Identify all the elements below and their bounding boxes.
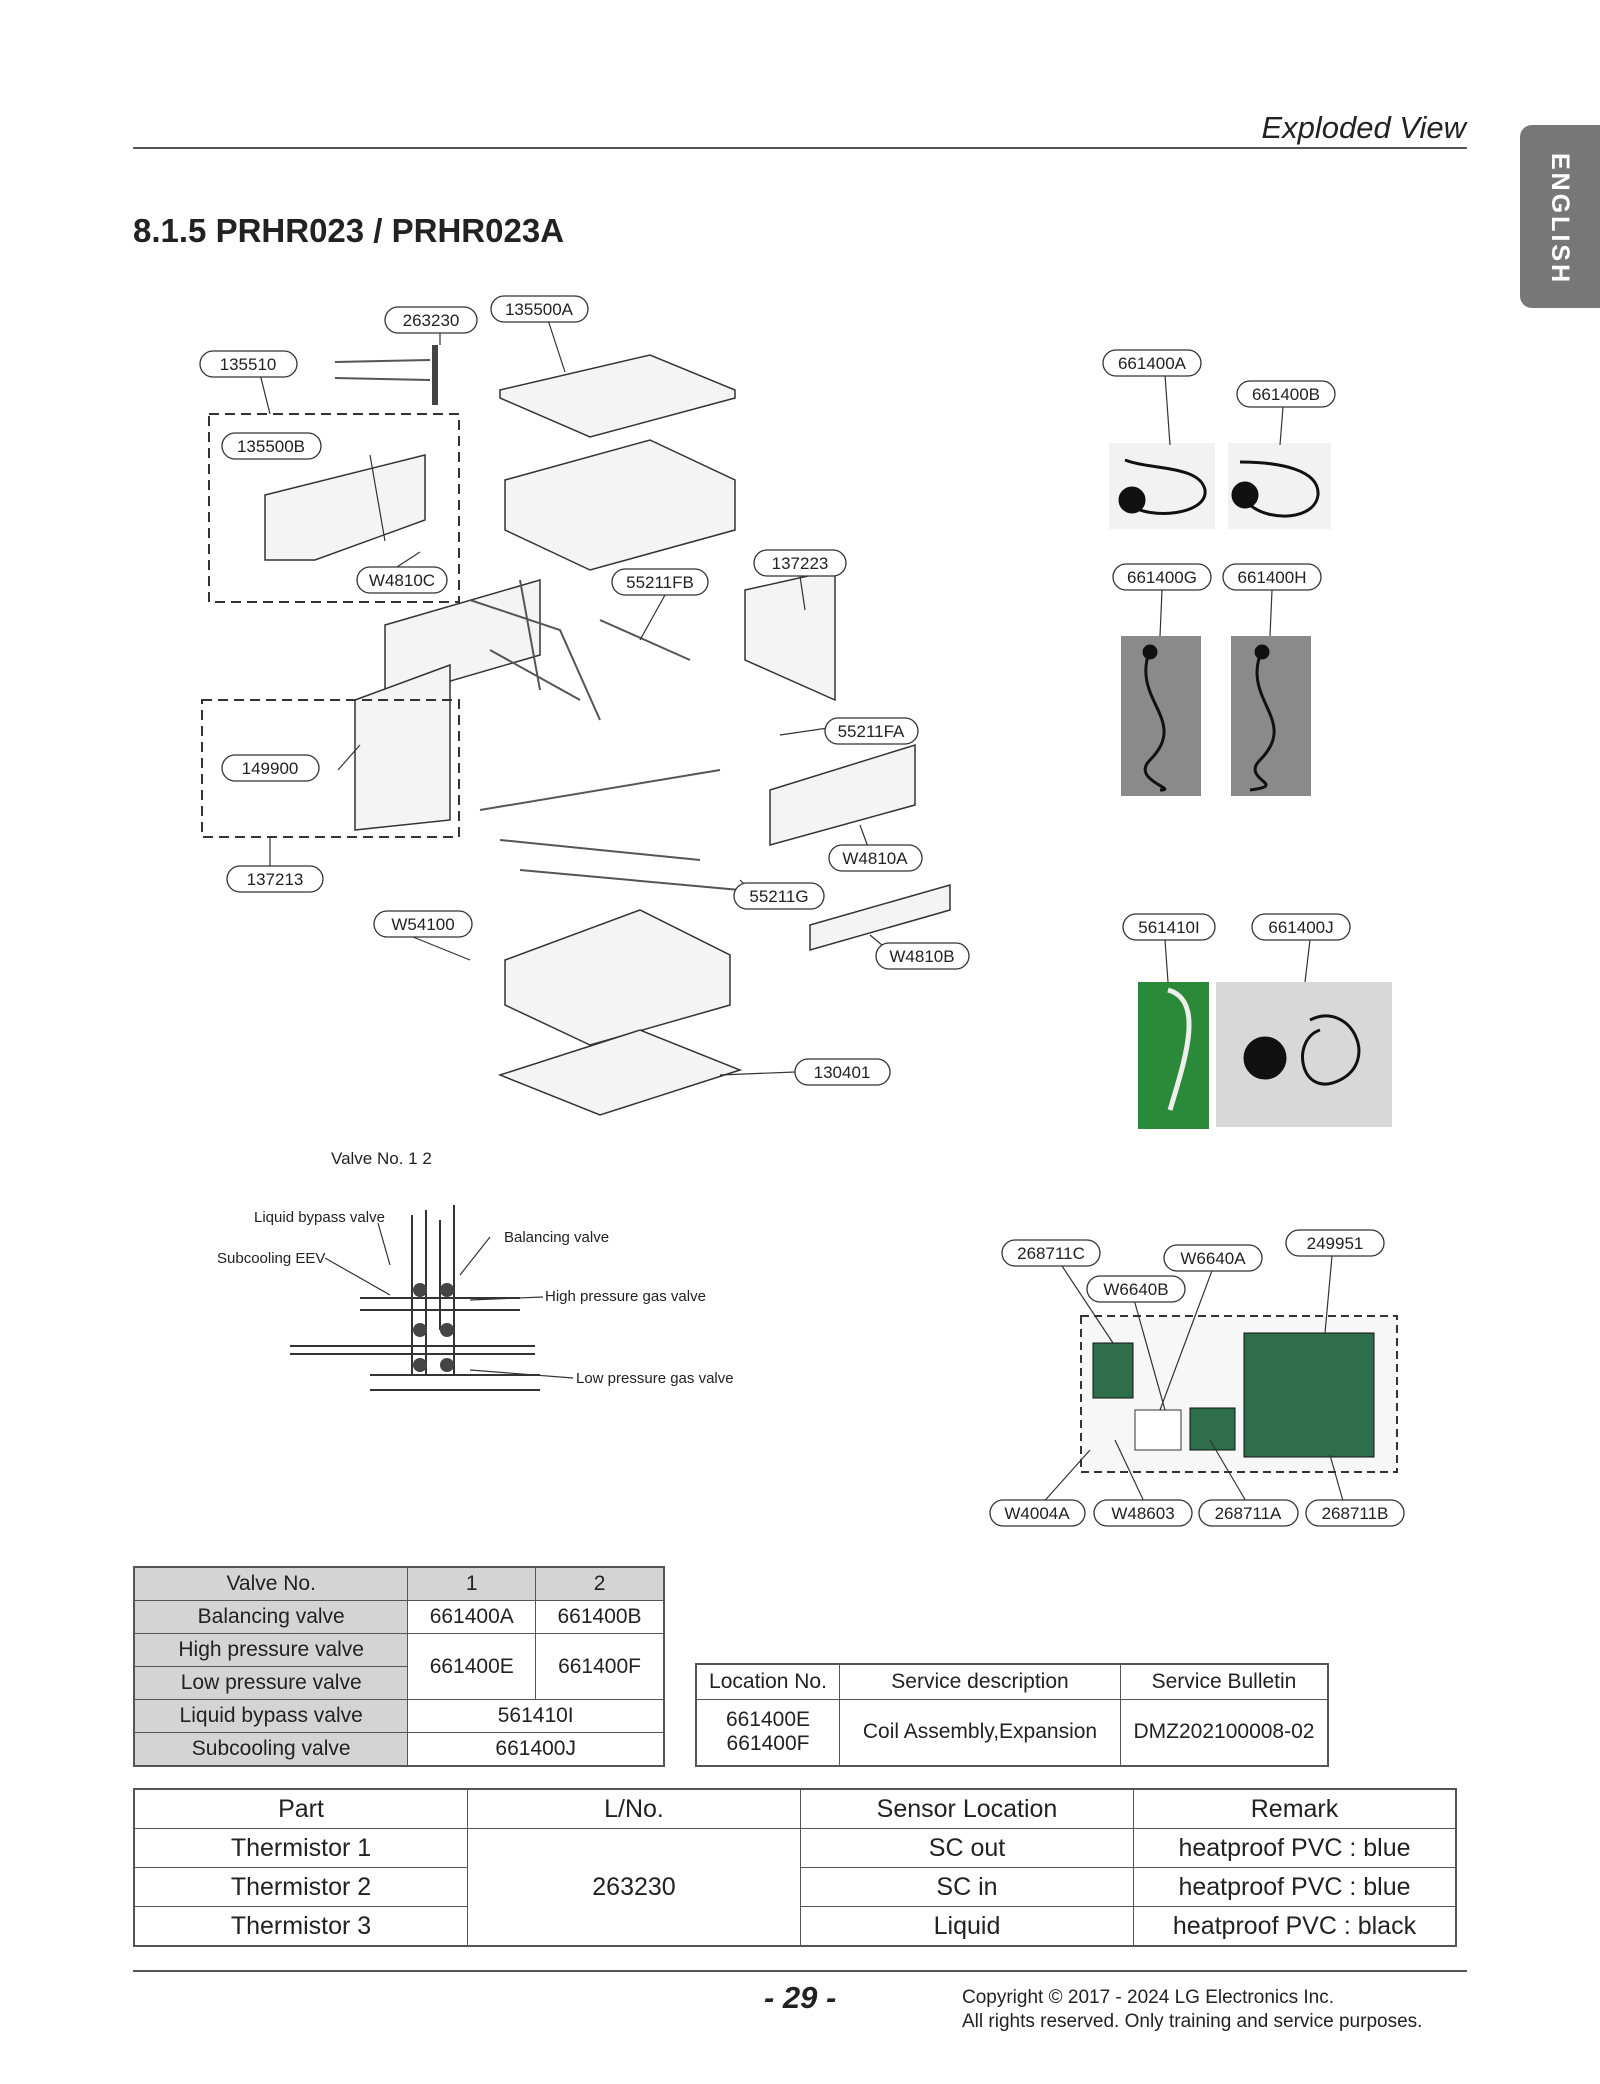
label-135500B: 135500B xyxy=(237,437,305,456)
label-268711C: 268711C xyxy=(1017,1244,1085,1263)
cell: Subcooling valve xyxy=(133,1732,409,1767)
label-W54100: W54100 xyxy=(391,915,454,934)
label-W48603: W48603 xyxy=(1111,1504,1174,1523)
label-249951: 249951 xyxy=(1307,1234,1364,1253)
label-W4004A: W4004A xyxy=(1004,1504,1070,1523)
cell: heatproof PVC : black xyxy=(1133,1906,1457,1947)
label-137223: 137223 xyxy=(772,554,829,573)
label-W4810B: W4810B xyxy=(889,947,954,966)
ann-high-pressure: High pressure gas valve xyxy=(545,1288,706,1305)
cell: Balancing valve xyxy=(133,1600,409,1634)
cell: SC in xyxy=(800,1867,1134,1907)
label-130401: 130401 xyxy=(814,1063,871,1082)
label-661400A: 661400A xyxy=(1118,354,1187,373)
footer-rule xyxy=(133,1970,1467,1972)
label-55211FA: 55211FA xyxy=(838,722,905,741)
label-661400G: 661400G xyxy=(1127,568,1197,587)
page-number: - 29 - xyxy=(764,1980,837,2015)
location-1: 661400E xyxy=(725,1708,811,1732)
section-title: 8.1.5 PRHR023 / PRHR023A xyxy=(133,212,565,249)
cell: 661400J xyxy=(407,1732,665,1767)
cell: 661400E xyxy=(407,1633,537,1700)
label-W4810C: W4810C xyxy=(369,571,435,590)
ann-liquid-bypass: Liquid bypass valve xyxy=(254,1209,385,1226)
cell: High pressure valve xyxy=(133,1633,409,1667)
label-661400H: 661400H xyxy=(1237,568,1306,587)
cell: 561410I xyxy=(407,1699,665,1733)
thermistor-table: Part L/No. Sensor Location Remark Thermi… xyxy=(133,1788,1457,1947)
ann-low-pressure: Low pressure gas valve xyxy=(576,1370,734,1387)
header-rule xyxy=(133,147,1467,149)
cell: 263230 xyxy=(467,1828,801,1947)
cell: Sensor Location xyxy=(800,1788,1134,1829)
cell: 661400B xyxy=(535,1600,665,1634)
cell: Part xyxy=(133,1788,468,1829)
cell: Thermistor 1 xyxy=(133,1828,468,1868)
label-135510: 135510 xyxy=(220,355,277,374)
cell: Low pressure valve xyxy=(133,1666,409,1700)
exploded-view-diagram: 263230 135500A 135510 135500B W4810C 552… xyxy=(199,295,1405,1527)
label-561410I: 561410I xyxy=(1138,918,1199,937)
ann-balancing: Balancing valve xyxy=(504,1229,609,1246)
label-268711A: 268711A xyxy=(1215,1504,1282,1523)
cell: Thermistor 2 xyxy=(133,1867,468,1907)
label-263230-text: 263230 xyxy=(403,311,460,330)
label-55211FB: 55211FB xyxy=(626,573,694,592)
cell: 661400F xyxy=(535,1633,665,1700)
label-661400J: 661400J xyxy=(1268,918,1333,937)
label-135500A: 135500A xyxy=(505,300,574,319)
valve-table: Valve No. 1 2 Balancing valve 661400A 66… xyxy=(133,1566,665,1767)
label-263230 xyxy=(384,306,478,334)
label-661400B: 661400B xyxy=(1252,385,1320,404)
ann-subcooling-eev: Subcooling EEV xyxy=(217,1250,325,1267)
cell: heatproof PVC : blue xyxy=(1133,1828,1457,1868)
label-268711B: 268711B xyxy=(1322,1504,1389,1523)
cell: SC out xyxy=(800,1828,1134,1868)
cell: Thermistor 3 xyxy=(133,1906,468,1947)
label-W6640A: W6640A xyxy=(1180,1249,1246,1268)
copyright: Copyright © 2017 - 2024 LG Electronics I… xyxy=(962,1987,1335,2008)
label-W4810A: W4810A xyxy=(842,849,908,868)
label-55211G: 55211G xyxy=(749,887,808,906)
cell: Coil Assembly,Expansion xyxy=(839,1699,1121,1766)
cell: DMZ202100008-02 xyxy=(1120,1699,1329,1766)
label-W6640B: W6640B xyxy=(1103,1280,1168,1299)
location-2: 661400F xyxy=(726,1732,810,1756)
cell: Service Bulletin xyxy=(1120,1663,1329,1700)
cell: heatproof PVC : blue xyxy=(1133,1867,1457,1907)
cell: Liquid bypass valve xyxy=(133,1699,409,1733)
label-149900: 149900 xyxy=(242,759,299,778)
cell: Location No. xyxy=(695,1663,840,1700)
cell: Liquid xyxy=(800,1906,1134,1947)
cell: Service description xyxy=(839,1663,1121,1700)
cell: Remark xyxy=(1133,1788,1457,1829)
header-title: Exploded View xyxy=(1261,110,1466,145)
cell: Valve No. xyxy=(133,1566,409,1601)
cell: L/No. xyxy=(467,1788,801,1829)
cell: 2 xyxy=(535,1566,665,1601)
rights-notice: All rights reserved. Only training and s… xyxy=(962,2011,1423,2032)
service-table: Location No. Service description Service… xyxy=(695,1663,1329,1767)
label-137213: 137213 xyxy=(247,870,304,889)
cell: 661400A xyxy=(407,1600,537,1634)
valve-no-label: Valve No. 1 2 xyxy=(331,1149,432,1168)
cell: 1 xyxy=(407,1566,537,1601)
language-tab[interactable]: ENGLISH xyxy=(1520,125,1600,308)
